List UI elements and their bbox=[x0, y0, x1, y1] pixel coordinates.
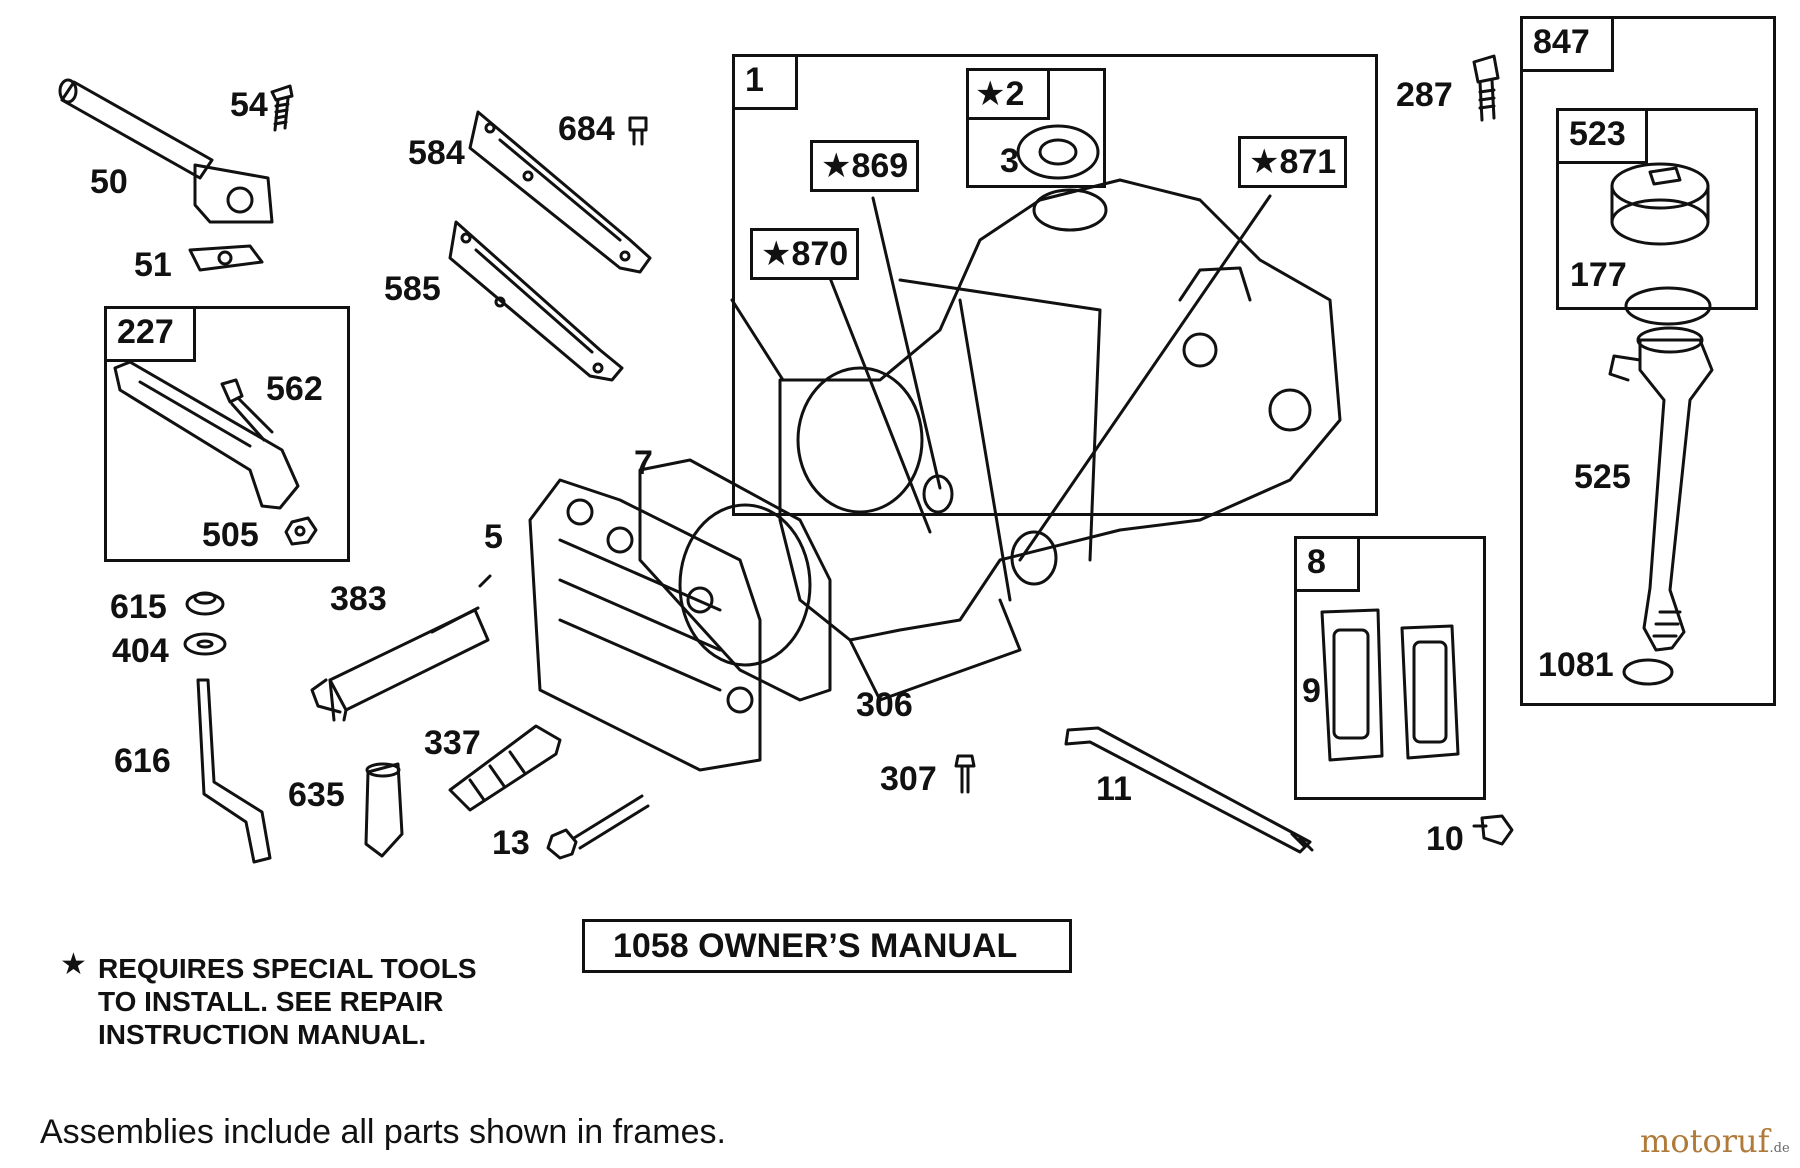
oil-seal-3-drawing bbox=[1016, 124, 1100, 180]
elbow-635-drawing bbox=[364, 762, 404, 858]
label-54: 54 bbox=[230, 86, 268, 124]
label-635: 635 bbox=[288, 776, 345, 814]
rod-11-drawing bbox=[1064, 726, 1314, 854]
star-871: ★ bbox=[1249, 143, 1280, 181]
callout-869: ★869 bbox=[810, 140, 920, 192]
assemblies-footnote: Assemblies include all parts shown in fr… bbox=[40, 1113, 726, 1151]
label-11: 11 bbox=[1096, 770, 1132, 808]
callout-870: ★870 bbox=[750, 228, 860, 280]
label-562: 562 bbox=[266, 370, 323, 408]
callout-869-number: 869 bbox=[851, 147, 909, 185]
nut-505-drawing bbox=[284, 516, 318, 546]
note-line-1: REQUIRES SPECIAL TOOLS bbox=[98, 953, 477, 984]
note-star: ★ bbox=[60, 948, 87, 981]
frame-8-tag: 8 bbox=[1294, 536, 1360, 592]
frame-2-tag: ★2 bbox=[966, 68, 1050, 120]
link-rod-616-drawing bbox=[196, 678, 272, 864]
label-307: 307 bbox=[880, 760, 937, 798]
frame-847-tag: 847 bbox=[1520, 16, 1614, 72]
label-10: 10 bbox=[1426, 820, 1464, 858]
star-869: ★ bbox=[821, 147, 852, 185]
gasket-51-drawing bbox=[188, 244, 264, 272]
cylinder-head-5-drawing bbox=[528, 478, 762, 772]
watermark-brand: motoruf bbox=[1640, 1122, 1770, 1160]
screw-562-drawing bbox=[220, 378, 274, 442]
callout-871: ★871 bbox=[1238, 136, 1348, 188]
label-9: 9 bbox=[1302, 672, 1321, 710]
breather-tube-drawing bbox=[58, 78, 274, 224]
screw-684-drawing bbox=[628, 116, 648, 146]
watermark-logo: motoruf.de bbox=[1640, 1122, 1790, 1160]
leader-871 bbox=[1018, 194, 1272, 562]
plug-10-drawing bbox=[1472, 814, 1514, 846]
solenoid-383-drawing bbox=[310, 574, 492, 722]
frame-523: 523 bbox=[1556, 108, 1758, 310]
leader-870 bbox=[828, 276, 932, 534]
frame-523-tag: 523 bbox=[1556, 108, 1648, 164]
screw-287-drawing bbox=[1472, 54, 1500, 122]
note-line-3: INSTRUCTION MANUAL. bbox=[98, 1019, 427, 1050]
label-525: 525 bbox=[1574, 458, 1631, 496]
plate-585-drawing bbox=[448, 220, 624, 382]
leader-frame-1 bbox=[730, 298, 785, 382]
frame-1: 1 bbox=[732, 54, 1378, 516]
label-7: 7 bbox=[634, 444, 653, 482]
frame-1-tag: 1 bbox=[732, 54, 798, 110]
screw-54-drawing bbox=[270, 84, 294, 132]
note-line-2: TO INSTALL. SEE REPAIR bbox=[98, 986, 444, 1017]
label-287: 287 bbox=[1396, 76, 1453, 114]
callout-871-number: 871 bbox=[1279, 143, 1337, 181]
label-13: 13 bbox=[492, 824, 530, 862]
label-306: 306 bbox=[856, 686, 913, 724]
label-177: 177 bbox=[1570, 256, 1627, 294]
label-50: 50 bbox=[90, 163, 128, 201]
washer-404-drawing bbox=[183, 632, 227, 656]
frame-847: 847 bbox=[1520, 16, 1776, 706]
head-gasket-7-drawing bbox=[638, 458, 832, 702]
owners-manual-box: 1058 OWNER’S MANUAL bbox=[582, 919, 1072, 973]
spark-plug-337-drawing bbox=[448, 724, 562, 812]
frame-227: 227 bbox=[104, 306, 350, 562]
leader-869 bbox=[871, 196, 942, 490]
frame-2-number: 2 bbox=[1005, 75, 1025, 113]
oil-fill-cap-drawing bbox=[1610, 162, 1710, 246]
label-51: 51 bbox=[134, 246, 172, 284]
frame-2: ★2 bbox=[966, 68, 1106, 188]
label-616: 616 bbox=[114, 742, 171, 780]
o-ring-177-drawing bbox=[1624, 286, 1712, 326]
plate-584-drawing bbox=[468, 110, 652, 274]
screw-307-drawing bbox=[954, 754, 976, 794]
label-684: 684 bbox=[558, 110, 615, 148]
label-505: 505 bbox=[202, 516, 259, 554]
label-1081: 1081 bbox=[1538, 646, 1614, 684]
label-337: 337 bbox=[424, 724, 481, 762]
label-404: 404 bbox=[112, 632, 169, 670]
special-tools-note: ★ REQUIRES SPECIAL TOOLS TO INSTALL. SEE… bbox=[60, 948, 477, 1051]
label-5: 5 bbox=[484, 518, 503, 556]
star-870: ★ bbox=[761, 235, 792, 273]
label-383: 383 bbox=[330, 580, 387, 618]
label-584: 584 bbox=[408, 134, 465, 172]
o-ring-1081-drawing bbox=[1622, 658, 1674, 686]
frame-8: 8 bbox=[1294, 536, 1486, 800]
frame-227-tag: 227 bbox=[104, 306, 196, 362]
cover-gasket-drawing bbox=[1320, 608, 1460, 762]
watermark-suffix: .de bbox=[1769, 1141, 1790, 1156]
control-lever-drawing bbox=[113, 360, 300, 510]
star-2: ★ bbox=[975, 75, 1006, 113]
label-3: 3 bbox=[1000, 142, 1019, 180]
label-615: 615 bbox=[110, 588, 167, 626]
label-585: 585 bbox=[384, 270, 441, 308]
bolt-13-drawing bbox=[546, 794, 650, 860]
callout-870-number: 870 bbox=[791, 235, 849, 273]
fill-tube-525-drawing bbox=[1608, 326, 1714, 652]
